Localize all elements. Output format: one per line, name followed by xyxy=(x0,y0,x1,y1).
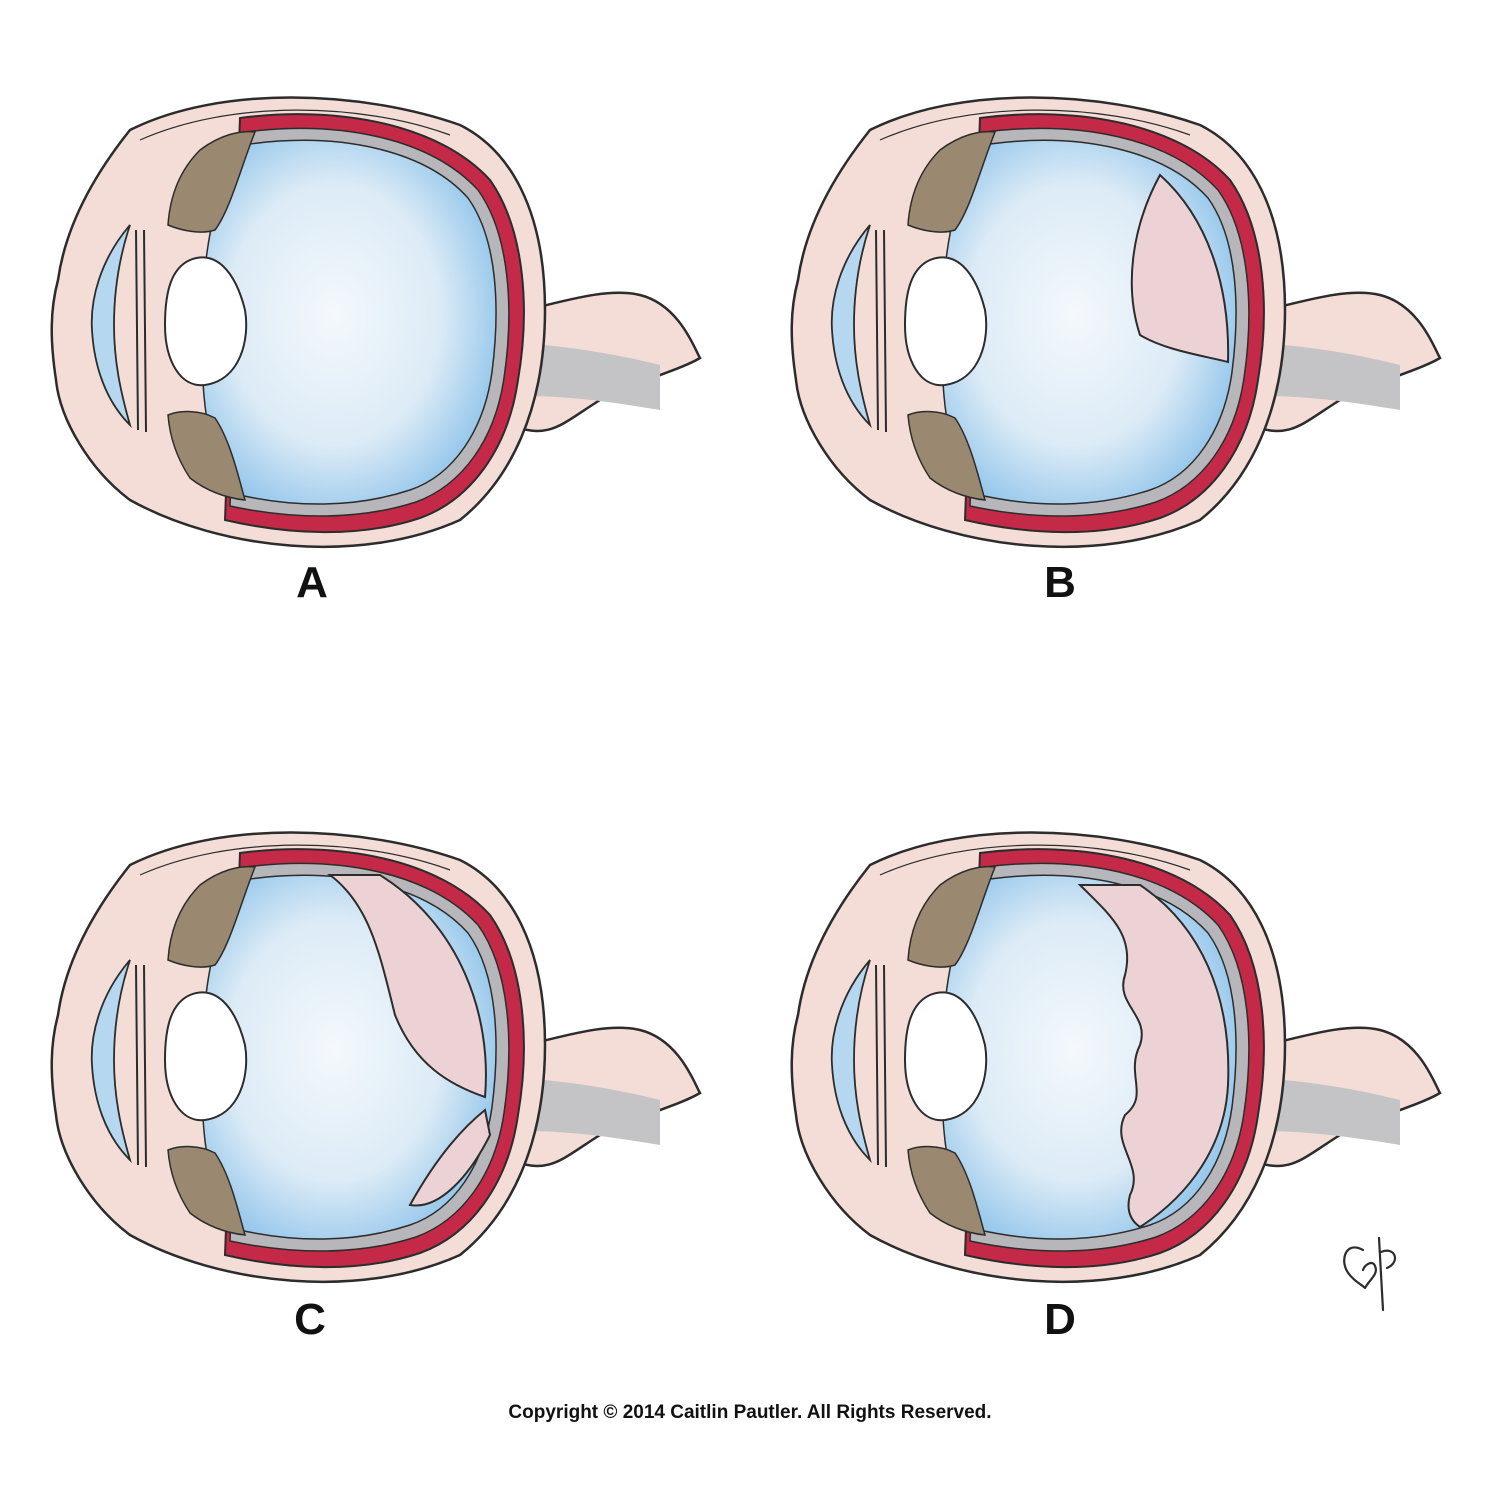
eye-panel-b: B xyxy=(780,80,1480,640)
eye-cross-section-a xyxy=(50,96,702,549)
eye-panel-a: A xyxy=(40,80,740,640)
retinal-detachment-c-upper xyxy=(327,874,487,1099)
eye-panel-d: D xyxy=(780,815,1480,1375)
panel-label-a: A xyxy=(296,558,328,607)
panel-label-b: B xyxy=(1044,558,1076,607)
copyright-notice: Copyright © 2014 Caitlin Pautler. All Ri… xyxy=(508,1402,992,1423)
panel-label-d: D xyxy=(1044,1295,1076,1344)
retinal-detachment-c-lower xyxy=(408,1108,492,1207)
eye-cross-section-d xyxy=(790,831,1442,1284)
eye-cross-section-c xyxy=(50,831,702,1284)
panel-label-c: C xyxy=(294,1295,326,1344)
retinal-detachment-b xyxy=(1130,173,1230,364)
eye-cross-section-b xyxy=(790,96,1442,549)
eye-panel-c: C xyxy=(40,815,740,1375)
retinal-detachment-d xyxy=(1077,884,1230,1229)
artist-signature xyxy=(1343,1236,1397,1312)
